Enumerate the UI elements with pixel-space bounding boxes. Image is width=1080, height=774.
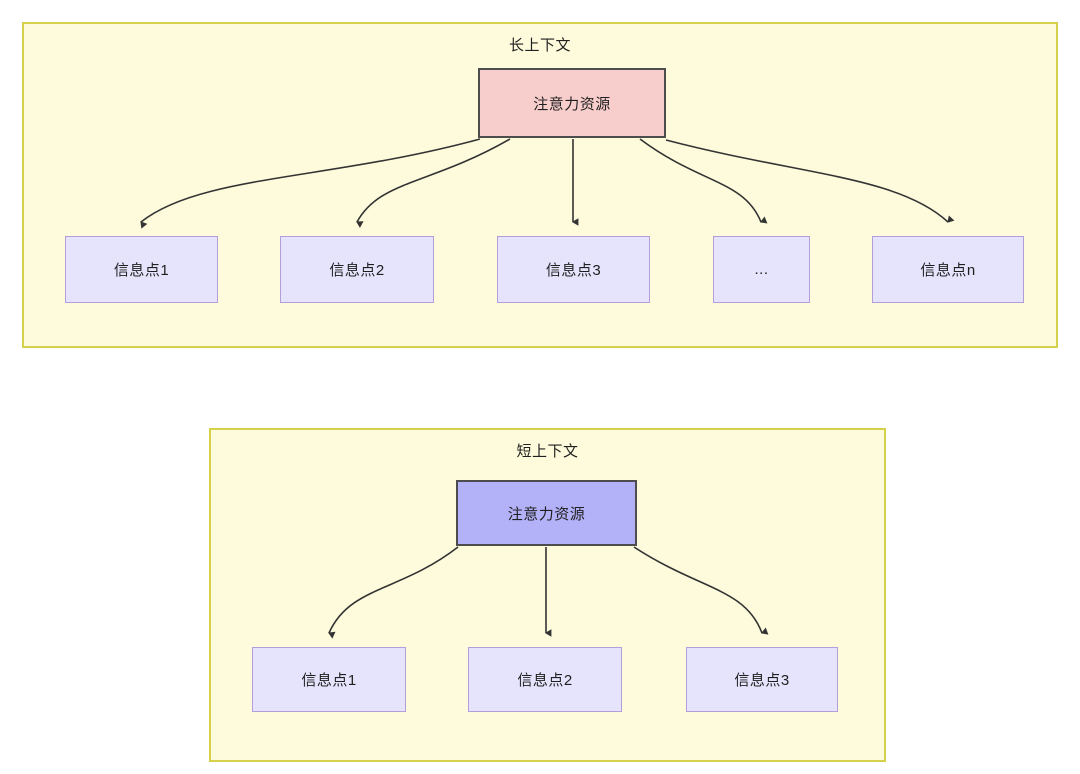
long-context-info-label-ellipsis: ... — [754, 261, 769, 278]
short-context-info-node-2[interactable]: 信息点2 — [468, 647, 622, 712]
long-context-info-node-n[interactable]: 信息点n — [872, 236, 1024, 303]
short-context-info-node-1[interactable]: 信息点1 — [252, 647, 406, 712]
short-context-info-label-2: 信息点2 — [517, 672, 573, 689]
long-context-info-node-1[interactable]: 信息点1 — [65, 236, 218, 303]
panel-long-context-title: 长上下文 — [508, 37, 571, 54]
short-context-attention-resource-label: 注意力资源 — [507, 505, 586, 523]
long-context-info-label-3: 信息点3 — [545, 262, 602, 279]
long-context-info-node-2[interactable]: 信息点2 — [280, 236, 434, 303]
long-context-info-label-2: 信息点2 — [329, 262, 385, 279]
long-context-attention-resource-node[interactable]: 注意力资源 — [478, 68, 666, 138]
long-context-info-label-1: 信息点1 — [113, 262, 170, 279]
short-context-info-label-1: 信息点1 — [301, 672, 357, 689]
panel-short-context-title: 短上下文 — [516, 443, 579, 460]
long-context-info-node-ellipsis[interactable]: ... — [713, 236, 810, 303]
short-context-attention-resource-node[interactable]: 注意力资源 — [456, 480, 637, 546]
short-context-info-label-3: 信息点3 — [734, 672, 790, 689]
short-context-info-node-3[interactable]: 信息点3 — [686, 647, 838, 712]
long-context-info-node-3[interactable]: 信息点3 — [497, 236, 650, 303]
long-context-attention-resource-label: 注意力资源 — [533, 95, 611, 113]
long-context-info-label-n: 信息点n — [920, 262, 976, 279]
